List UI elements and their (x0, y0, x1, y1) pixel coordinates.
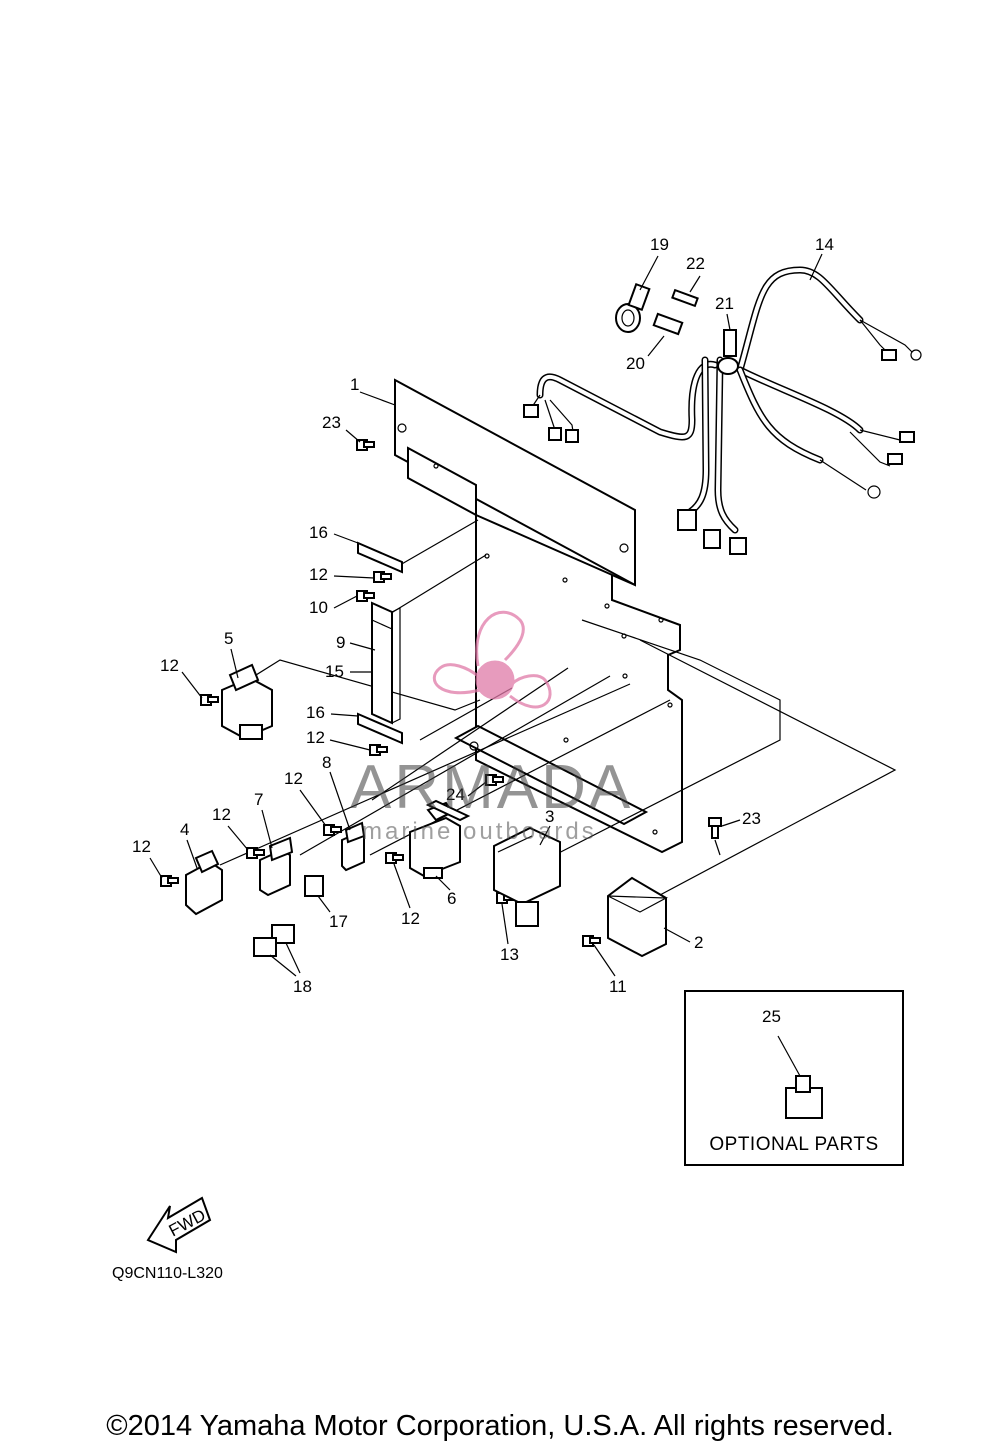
callout-22: 22 (686, 254, 705, 273)
callout-10: 10 (309, 598, 328, 617)
callout-9: 9 (336, 633, 345, 652)
callout-7: 7 (254, 790, 263, 809)
callout-12e: 12 (212, 805, 231, 824)
callout-12d: 12 (284, 769, 303, 788)
callout-16a: 16 (309, 523, 328, 542)
watermark-title: ARMADA (350, 753, 634, 822)
modules (185, 663, 823, 1119)
callout-24: 24 (446, 785, 465, 804)
bracket-part-1 (394, 378, 683, 854)
callout-18: 18 (293, 977, 312, 996)
callout-12b: 12 (160, 656, 179, 675)
callout-23b: 23 (742, 809, 761, 828)
callout-4: 4 (180, 820, 189, 839)
callout-8: 8 (322, 753, 331, 772)
fwd-arrow: FWD (146, 1196, 212, 1254)
optional-parts-box: OPTIONAL PARTS (684, 990, 904, 1166)
watermark-subtitle: marine outboards (362, 818, 597, 845)
callout-11: 11 (609, 977, 627, 996)
callouts: 1 2 3 4 5 6 7 8 9 10 11 12 12 12 12 12 1… (132, 235, 834, 1026)
callout-16b: 16 (306, 703, 325, 722)
parts-19-22 (615, 282, 739, 375)
callout-1: 1 (350, 375, 359, 394)
callout-14: 14 (815, 235, 834, 254)
copyright-notice: ©2014 Yamaha Motor Corporation, U.S.A. A… (106, 1410, 894, 1442)
callout-23a: 23 (322, 413, 341, 432)
diagram-code: Q9CN110-L320 (112, 1265, 223, 1282)
callout-25: 25 (762, 1007, 781, 1026)
optional-parts-label: OPTIONAL PARTS (709, 1134, 879, 1155)
callout-12f: 12 (132, 837, 151, 856)
fuse-block-parts (357, 541, 403, 745)
callout-12g: 12 (401, 909, 420, 928)
callout-3: 3 (545, 807, 554, 826)
callout-21: 21 (715, 294, 734, 313)
callout-2: 2 (694, 933, 703, 952)
guide-lines (219, 519, 897, 896)
callout-20: 20 (626, 354, 645, 373)
callout-17: 17 (329, 912, 348, 931)
callout-15: 15 (325, 662, 344, 681)
callout-6: 6 (447, 889, 456, 908)
callout-12c: 12 (306, 728, 325, 747)
callout-13: 13 (500, 945, 519, 964)
callout-12a: 12 (309, 565, 328, 584)
wire-harness-part-14 (523, 266, 922, 555)
callout-19: 19 (650, 235, 669, 254)
callout-5: 5 (224, 629, 233, 648)
watermark-logo (432, 610, 552, 709)
